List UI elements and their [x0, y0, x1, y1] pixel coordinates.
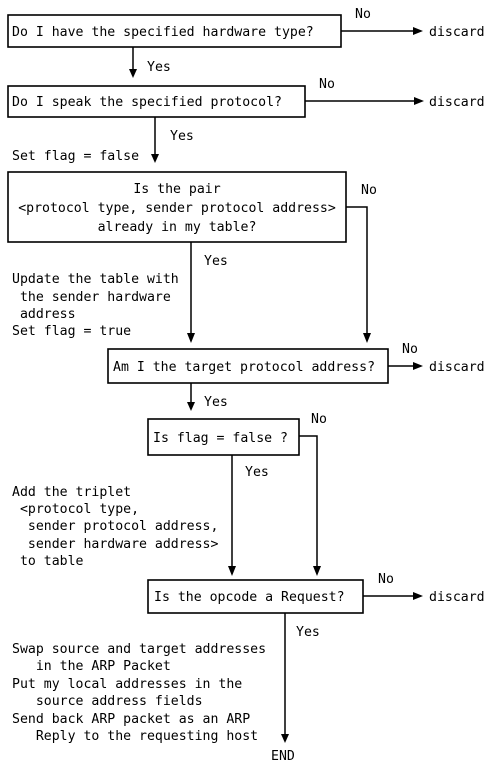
action-update-table: Update the table with the sender hardwar…	[12, 272, 179, 339]
action-update-line-1: Update the table with	[12, 272, 179, 287]
no-pair-line	[346, 206, 368, 334]
arrowhead-down	[281, 734, 289, 743]
action-reply-line-5: Send back ARP packet as an ARP	[12, 712, 250, 727]
decision-protocol-text: Do I speak the specified protocol?	[12, 95, 282, 110]
no-label-hardware: No	[355, 7, 371, 22]
action-add-line-3: sender protocol address,	[12, 519, 218, 534]
decision-box-target	[107, 348, 389, 384]
action-reply-line-3: Put my local addresses in the	[12, 677, 242, 692]
decision-box-opcode	[147, 579, 364, 614]
action-reply-line-4: source address fields	[12, 694, 203, 709]
action-add-line-4: sender hardware address>	[12, 537, 218, 552]
action-reply-line-2: in the ARP Packet	[12, 659, 171, 674]
arrowhead-down	[313, 566, 321, 576]
arrowhead-right	[413, 592, 423, 600]
decision-box-protocol	[7, 85, 306, 118]
decision-box-pair	[7, 171, 347, 243]
decision-pair-line-1: Is the pair	[133, 182, 220, 197]
yes-label-flag: Yes	[245, 465, 269, 480]
arrowhead-down	[129, 69, 137, 78]
no-flag-line	[299, 435, 318, 567]
action-update-line-4: Set flag = true	[12, 324, 131, 339]
decision-pair-line-2: <protocol type, sender protocol address>	[18, 201, 336, 216]
yes-label-protocol: Yes	[170, 129, 194, 144]
decision-target-text: Am I the target protocol address?	[113, 360, 375, 375]
arrowhead-right	[413, 27, 423, 35]
decision-box-flag	[147, 418, 300, 456]
action-reply-line-6: Reply to the requesting host	[12, 729, 258, 744]
connectors	[129, 27, 424, 743]
yes-label-opcode: Yes	[296, 625, 320, 640]
action-update-line-2: the sender hardware	[12, 290, 171, 305]
arrowhead-down	[228, 566, 236, 576]
action-add-line-5: to table	[12, 554, 84, 569]
no-label-flag: No	[311, 412, 327, 427]
decision-pair-line-3: already in my table?	[98, 220, 257, 235]
discard-opcode: discard	[429, 590, 485, 605]
arrowhead-down	[363, 333, 371, 343]
action-add-line-2: <protocol type,	[12, 502, 139, 517]
discard-hardware: discard	[429, 25, 485, 40]
action-reply: Swap source and target addresses in the …	[12, 642, 266, 744]
action-update-line-3: address	[12, 307, 76, 322]
no-label-opcode: No	[378, 572, 394, 587]
no-label-pair: No	[361, 183, 377, 198]
yes-label-pair: Yes	[204, 254, 228, 269]
action-set-flag-false: Set flag = false	[12, 149, 139, 164]
end-label: END	[271, 749, 295, 764]
yes-label-hardware: Yes	[147, 60, 171, 75]
arrowhead-down	[187, 333, 195, 343]
discard-protocol: discard	[429, 95, 485, 110]
arrowhead-right	[414, 97, 424, 105]
action-add-line-1: Add the triplet	[12, 485, 131, 500]
action-reply-line-1: Swap source and target addresses	[12, 642, 266, 657]
discard-target: discard	[429, 360, 485, 375]
decision-opcode-text: Is the opcode a Request?	[154, 590, 345, 605]
arrowhead-down	[151, 154, 159, 163]
arrowhead-down	[187, 402, 195, 411]
decision-flag-text: Is flag = false ?	[153, 431, 288, 446]
action-add-triplet: Add the triplet <protocol type, sender p…	[12, 485, 218, 569]
decision-hardware-text: Do I have the specified hardware type?	[12, 25, 314, 40]
arrowhead-right	[413, 362, 423, 370]
no-label-target: No	[402, 342, 418, 357]
decision-box-hardware	[7, 14, 342, 48]
no-label-protocol: No	[319, 77, 335, 92]
yes-label-target: Yes	[204, 395, 228, 410]
